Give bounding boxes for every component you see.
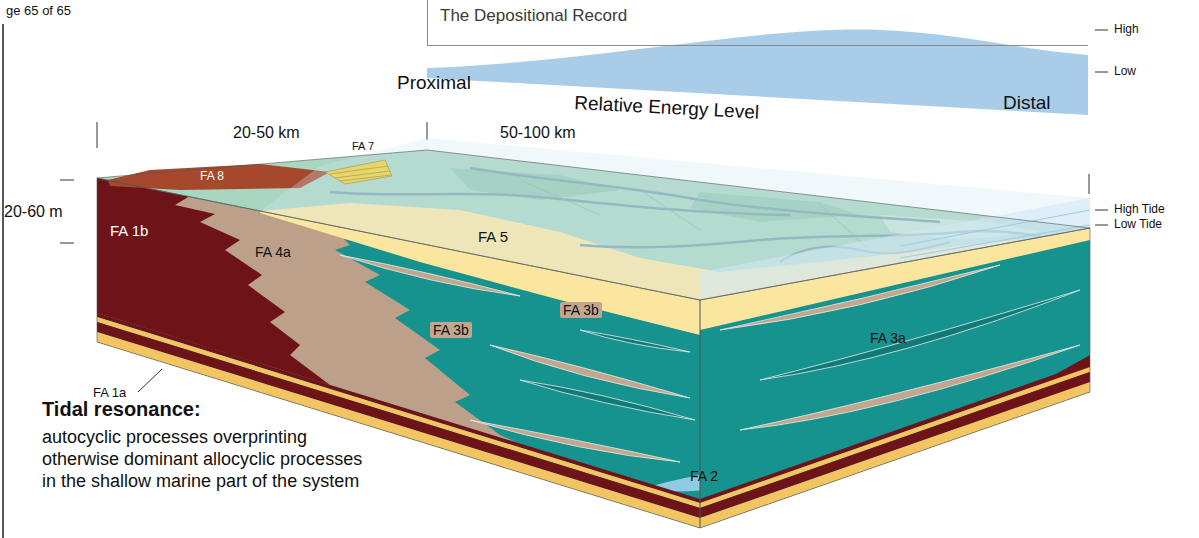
facies-label: FA 3b — [560, 302, 602, 318]
base-stratum — [700, 362, 1090, 503]
axis-label: Distal — [1003, 92, 1051, 114]
block-outline — [700, 228, 1090, 528]
dimension-tick — [60, 180, 74, 181]
facies-label: FA 2 — [690, 468, 718, 484]
dimension-tick — [427, 122, 428, 140]
dimension-label: 20-50 km — [233, 124, 300, 142]
header-title: The Depositional Record — [440, 6, 1076, 26]
note-body: autocyclic processes overprinting otherw… — [42, 426, 372, 492]
fa3a-lens — [580, 330, 690, 352]
fa3a-lens — [520, 380, 695, 420]
scale-tick — [1095, 72, 1108, 73]
page-number: ge 65 of 65 — [6, 4, 71, 19]
sea-water — [260, 138, 1090, 300]
leader-line — [138, 369, 162, 392]
journal-header-box: The Depositional Record — [427, 0, 1088, 46]
dimension-tick — [1089, 174, 1090, 194]
block-outline — [97, 150, 1090, 300]
scale-tick — [1095, 30, 1108, 31]
axis-label: Proximal — [397, 72, 471, 94]
facies-label: FA 5 — [478, 228, 508, 245]
note-heading: Tidal resonance: — [42, 398, 201, 421]
dimension-label: 50-100 km — [500, 124, 576, 142]
base-stratum — [700, 367, 1090, 508]
facies-label: FA 7 — [352, 140, 374, 153]
page-border — [2, 24, 4, 538]
facies-label: FA 3b — [430, 322, 472, 338]
dimension-tick — [60, 243, 74, 244]
dimension-label: 20-60 m — [4, 203, 63, 221]
sea-water-side — [700, 198, 1090, 300]
dimension-tick — [97, 122, 98, 148]
scale-label: Low — [1114, 65, 1136, 79]
tide-tick — [1095, 210, 1108, 211]
facies-label: FA 3a — [870, 330, 906, 346]
tide-label: Low Tide — [1114, 218, 1162, 232]
tide-tick — [1095, 225, 1108, 226]
axis-title: Relative Energy Level — [574, 92, 760, 123]
scale-label: High — [1114, 23, 1139, 37]
high-tide-line — [900, 210, 1090, 246]
low-tide-line — [900, 225, 1090, 258]
facies-label: FA 1b — [110, 222, 148, 239]
facies-label: FA 8 — [200, 170, 224, 184]
base-stratum — [700, 372, 1090, 518]
base-stratum — [700, 382, 1090, 528]
fa3b-lens — [490, 345, 690, 398]
facies-label: FA 4a — [255, 244, 291, 260]
tide-label: High Tide — [1114, 203, 1165, 217]
